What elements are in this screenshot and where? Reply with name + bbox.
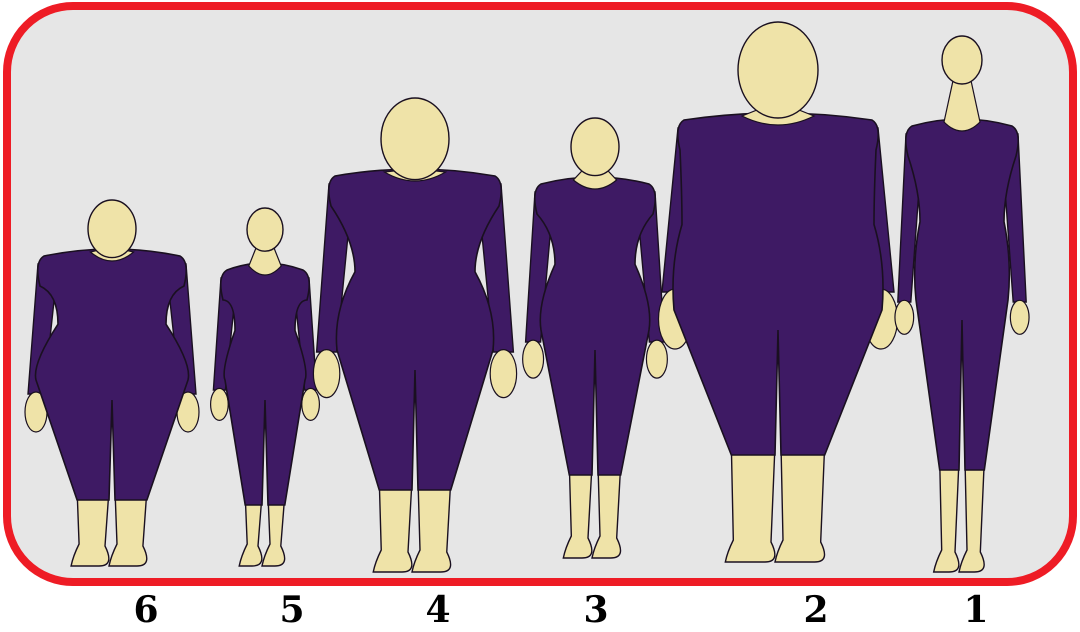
figure-2 <box>659 22 898 562</box>
leg-skin <box>412 480 451 572</box>
head <box>738 22 818 118</box>
leg-skin <box>934 460 959 572</box>
bodysuit <box>35 249 188 500</box>
left-hand <box>211 388 229 420</box>
left-hand <box>523 340 544 378</box>
figure-label-4: 4 <box>418 590 458 630</box>
figure-5 <box>211 208 320 566</box>
head <box>381 98 449 180</box>
figure-label-2: 2 <box>796 590 836 630</box>
figure-label-5: 5 <box>272 590 312 630</box>
head <box>247 208 283 251</box>
leg-skin <box>373 480 412 572</box>
left-hand <box>313 350 339 398</box>
figure-6 <box>25 200 199 566</box>
leg-skin <box>725 445 775 562</box>
figure-label-6: 6 <box>126 590 166 630</box>
bodysuit <box>673 113 883 455</box>
leg-skin <box>775 445 825 562</box>
right-hand <box>490 350 516 398</box>
right-hand <box>302 388 320 420</box>
leg-skin <box>109 490 147 566</box>
leg-skin <box>959 460 984 572</box>
figure-label-3: 3 <box>576 590 616 630</box>
figure-labels: 6 5 4 3 2 1 <box>0 588 1080 632</box>
head <box>942 36 982 84</box>
bodysuit <box>535 177 656 475</box>
right-hand <box>1010 300 1029 334</box>
bodysuit <box>906 119 1019 470</box>
figure-label-1: 1 <box>956 590 996 630</box>
body-shapes-illustration <box>0 0 1074 584</box>
figure-3 <box>523 118 668 558</box>
left-hand <box>895 300 914 334</box>
bodysuit <box>221 263 310 505</box>
right-hand <box>646 340 667 378</box>
leg-skin <box>563 465 592 558</box>
leg-skin <box>71 490 109 566</box>
leg-skin <box>592 465 621 558</box>
head <box>571 118 619 176</box>
bodysuit <box>329 169 502 490</box>
head <box>88 200 136 258</box>
figure-1 <box>895 36 1029 572</box>
figure-4 <box>313 98 516 572</box>
